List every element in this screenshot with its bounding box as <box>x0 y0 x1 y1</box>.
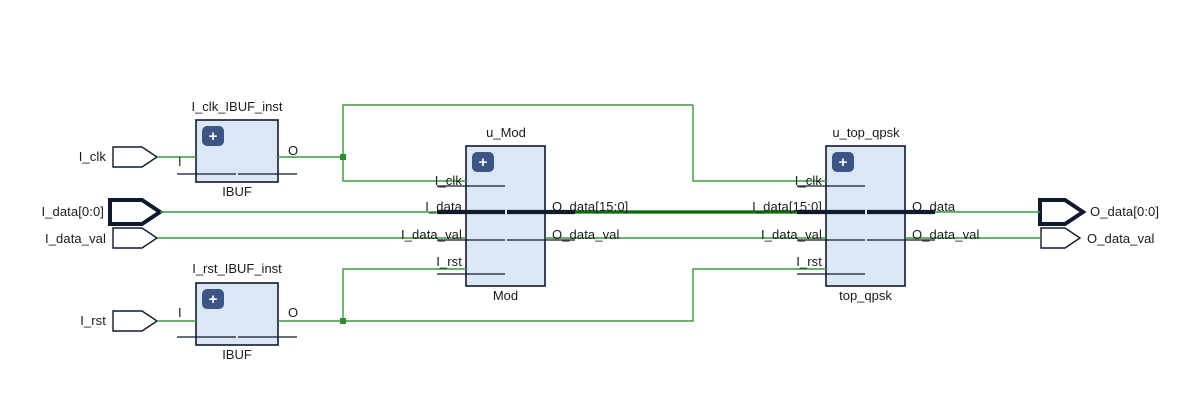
pin-label-topqpsk-i-data-val: I_data_val <box>761 227 822 242</box>
output-port-shape-o-data[interactable] <box>1038 198 1087 226</box>
wire-rst-to-topqpsk-rst <box>343 268 826 322</box>
instance-name-u-mod: u_Mod <box>486 125 526 140</box>
expand-badge-i-rst-ibuf-inst[interactable]: + <box>202 289 224 309</box>
input-port-shape-i-clk[interactable] <box>112 146 159 168</box>
pin-label-ibufclk-o: O <box>288 143 299 158</box>
pin-label-topqpsk-i-rst: I_rst <box>796 254 822 269</box>
output-port-label-o-data-val: O_data_val <box>1087 231 1155 246</box>
instance-name-i-rst-ibuf-inst: I_rst_IBUF_inst <box>192 261 282 276</box>
pin-label-mod-i-data: I_data <box>425 199 462 214</box>
wire-clk-to-topqpsk-clk <box>692 105 826 182</box>
cell-name-i-rst-ibuf: IBUF <box>222 347 252 362</box>
cell-name-top-qpsk: top_qpsk <box>839 288 892 303</box>
pin-label-topqpsk-i-clk: I_clk <box>794 173 822 188</box>
input-port-label-i-rst: I_rst <box>80 313 106 328</box>
wire-rst-to-mod-rst <box>342 268 466 321</box>
pin-label-mod-o-data: O_data[15:0] <box>552 199 629 214</box>
input-port-label-i-clk: I_clk <box>78 149 106 164</box>
output-port-label-o-data: O_data[0:0] <box>1090 204 1160 219</box>
junction-clk <box>340 154 346 160</box>
cell-name-mod: Mod <box>492 288 519 303</box>
pin-label-mod-i-rst: I_rst <box>436 254 462 269</box>
instance-name-i-clk-ibuf-inst: I_clk_IBUF_inst <box>191 99 283 114</box>
expand-badge-i-clk-ibuf-inst[interactable]: + <box>202 126 224 146</box>
pin-label-ibufrst-i: I <box>178 305 182 320</box>
input-port-label-i-data-val: I_data_val <box>45 231 106 246</box>
expand-badge-u-top-qpsk[interactable]: + <box>832 152 854 172</box>
input-port-label-i-data: I_data[0:0] <box>41 204 104 219</box>
wire-clk-to-mod-clk <box>342 157 466 182</box>
input-port-shape-i-data-val[interactable] <box>112 227 159 249</box>
junction-rst <box>340 318 346 324</box>
cell-name-i-clk-ibuf: IBUF <box>222 184 252 199</box>
pin-label-mod-i-clk: I_clk <box>434 173 462 188</box>
pin-label-mod-o-data-val: O_data_val <box>552 227 620 242</box>
pin-label-ibufclk-i: I <box>178 154 182 169</box>
pin-label-topqpsk-o-data: O_data <box>912 199 956 214</box>
instance-name-u-top-qpsk: u_top_qpsk <box>832 125 900 140</box>
expand-badge-u-mod[interactable]: + <box>472 152 494 172</box>
pin-label-topqpsk-o-data-val: O_data_val <box>912 227 980 242</box>
pin-label-mod-i-data-val: I_data_val <box>401 227 462 242</box>
input-port-shape-i-rst[interactable] <box>112 310 159 332</box>
pin-label-topqpsk-i-data: I_data[15:0] <box>752 199 822 214</box>
output-port-shape-o-data-val[interactable] <box>1040 227 1082 249</box>
wire-clk-up-and-across <box>342 104 693 157</box>
pin-label-ibufrst-o: O <box>288 305 299 320</box>
input-port-shape-i-data[interactable] <box>108 198 164 226</box>
